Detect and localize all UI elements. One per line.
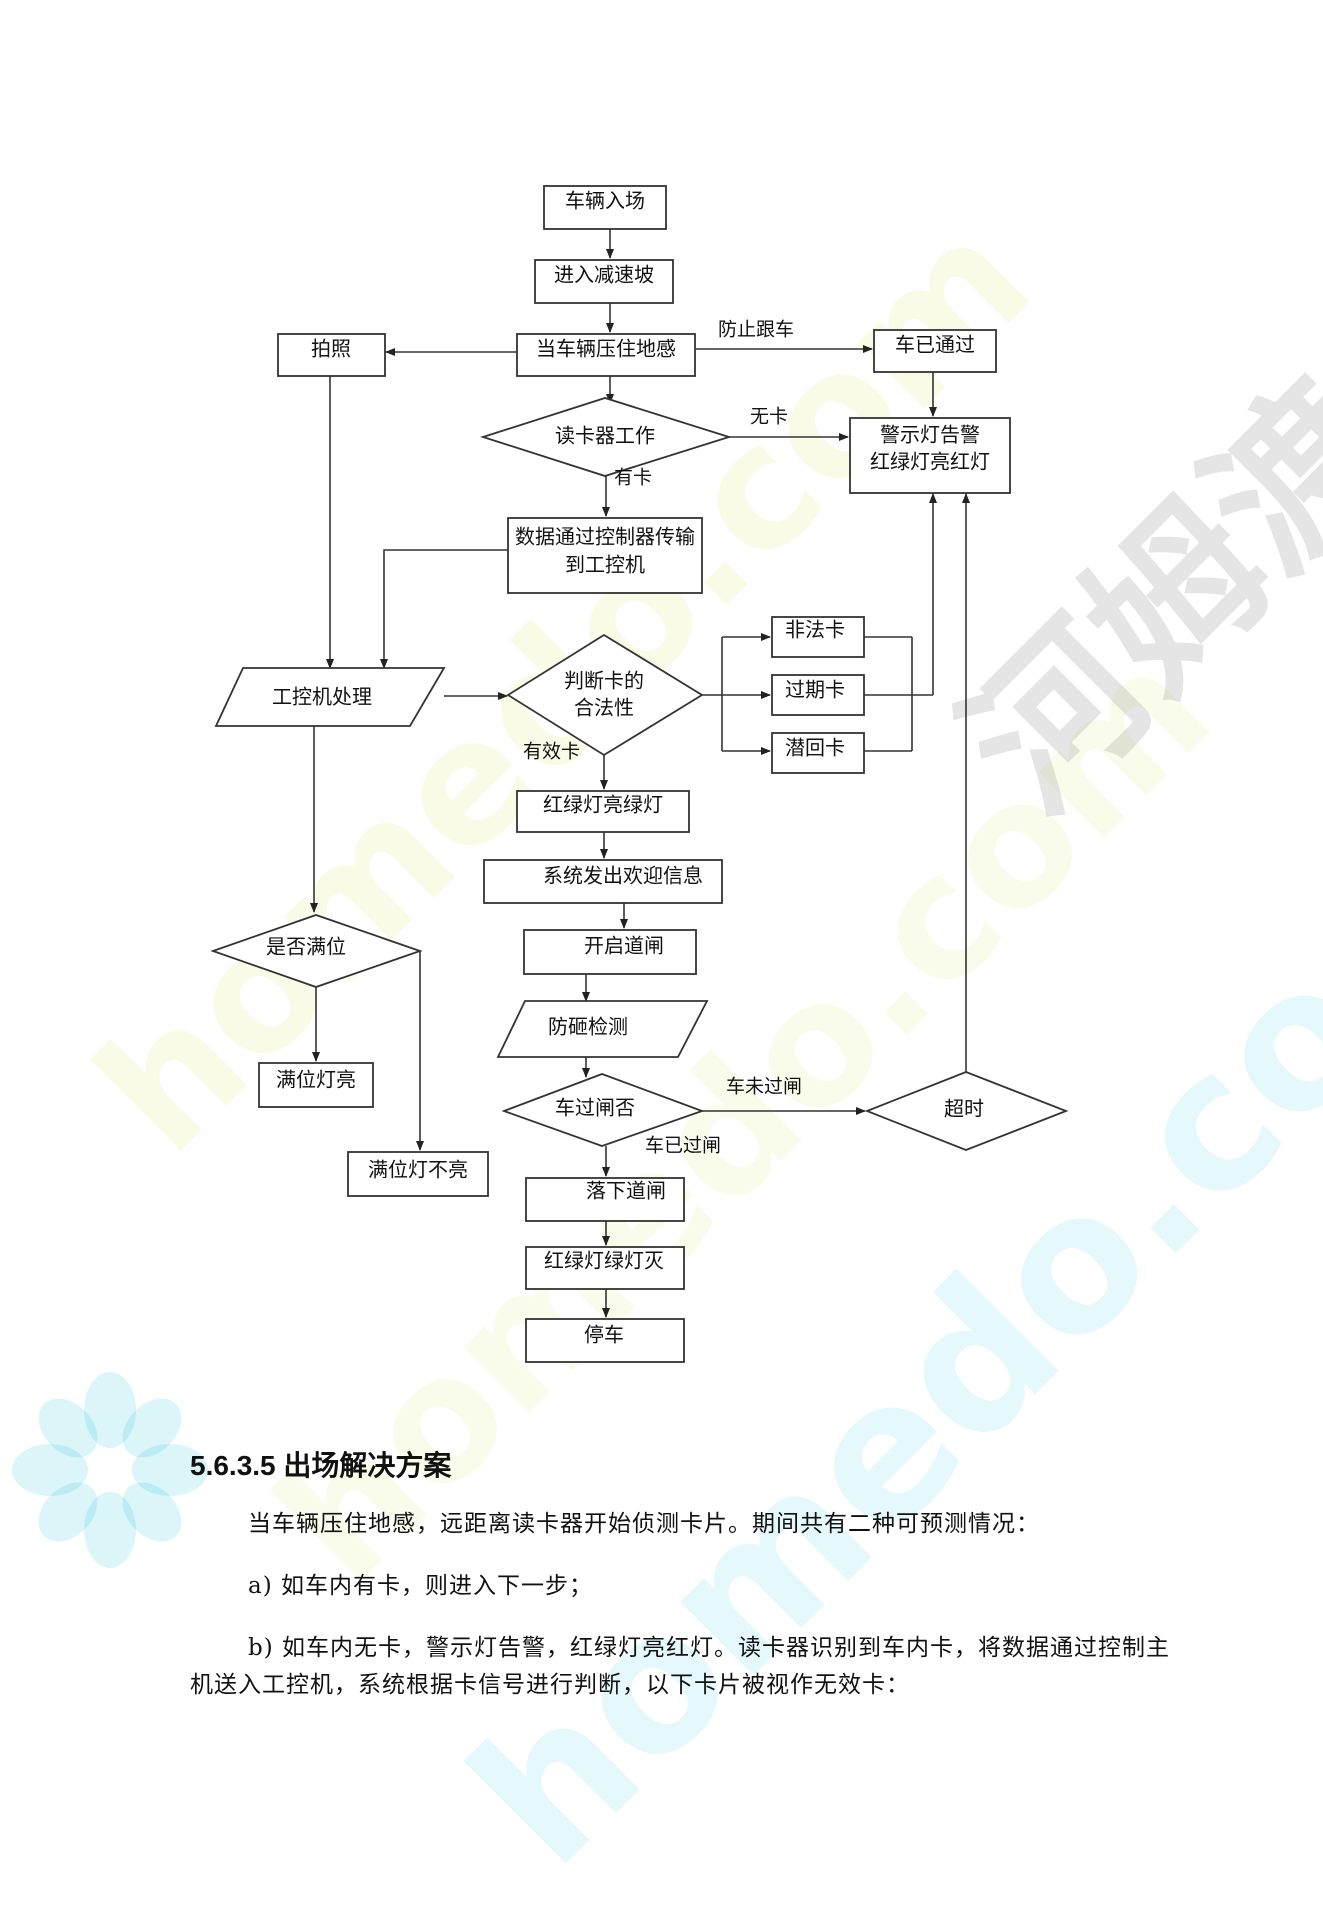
label-green-off: 红绿灯绿灯灭 xyxy=(544,1249,664,1273)
node-warn-box xyxy=(849,417,1011,494)
node-car-passed-box xyxy=(873,329,997,373)
parking-entry-flowchart: 车辆入场 进入减速坡 当车辆压住地感 拍照 车已通过 读卡器工作 警示灯告警 红… xyxy=(210,185,1069,1363)
paragraph-intro: 当车辆压住地感，远距离读卡器开始侦测卡片。期间共有二种可预测情况： xyxy=(248,1511,1040,1537)
edge-label-car-through: 车已过闸 xyxy=(645,1135,721,1157)
node-welcome-box xyxy=(483,859,723,904)
node-green-on-box xyxy=(516,790,690,833)
label-expired-card: 过期卡 xyxy=(785,678,845,702)
edge-label-anti-tailgate: 防止跟车 xyxy=(718,319,794,341)
label-photo: 拍照 xyxy=(311,337,351,361)
node-sneak-box xyxy=(771,732,865,774)
paragraph-case-a: a) 如车内有卡，则进入下一步； xyxy=(248,1573,593,1599)
node-car-enter-box xyxy=(543,185,667,230)
label-car-enter: 车辆入场 xyxy=(565,189,645,213)
label-transmit-line1: 数据通过控制器传输 xyxy=(515,525,695,549)
label-open-gate: 开启道闸 xyxy=(584,934,664,958)
node-stop-box xyxy=(525,1318,685,1363)
label-warn-line1: 警示灯告警 xyxy=(880,423,980,447)
node-photo-box xyxy=(277,333,386,377)
label-lower-gate: 落下道闸 xyxy=(586,1179,666,1203)
label-stop: 停车 xyxy=(584,1323,624,1347)
node-green-off-box xyxy=(525,1246,685,1290)
label-welcome: 系统发出欢迎信息 xyxy=(543,864,703,888)
watermark-flower-logo xyxy=(12,1372,208,1568)
label-judge-line1: 判断卡的 xyxy=(564,669,644,693)
label-reader-work: 读卡器工作 xyxy=(555,424,655,448)
label-full-off: 满位灯不亮 xyxy=(368,1158,468,1182)
node-car-through-diamond xyxy=(501,1073,705,1147)
label-ipc-process: 工控机处理 xyxy=(272,685,372,709)
node-full-off-box xyxy=(347,1151,489,1197)
node-judge-diamond xyxy=(506,633,704,757)
node-ipc-parallelogram xyxy=(214,667,446,727)
label-car-through: 车过闸否 xyxy=(555,1096,635,1120)
label-speed-bump: 进入减速坡 xyxy=(554,263,654,287)
label-timeout: 超时 xyxy=(944,1097,984,1121)
label-green-on: 红绿灯亮绿灯 xyxy=(543,793,663,817)
node-open-gate-box xyxy=(523,929,697,975)
node-reader-work-diamond xyxy=(480,397,732,477)
label-warn-line2: 红绿灯亮红灯 xyxy=(870,450,990,474)
label-illegal-card: 非法卡 xyxy=(785,618,845,642)
node-is-full-diamond xyxy=(210,914,423,988)
label-full-on: 满位灯亮 xyxy=(276,1068,356,1092)
label-sneak-card: 潜回卡 xyxy=(785,736,845,760)
node-speed-bump-box xyxy=(534,259,674,304)
paragraph-case-b: b) 如车内无卡，警示灯告警，红绿灯亮红灯。读卡器识别到车内卡，将数据通过控制主… xyxy=(190,1635,1171,1698)
label-car-passed: 车已通过 xyxy=(895,333,975,357)
node-expired-box xyxy=(771,674,865,716)
node-illegal-box xyxy=(771,616,865,658)
label-is-full: 是否满位 xyxy=(266,935,346,959)
node-anti-smash-parallelogram xyxy=(496,1000,709,1058)
label-transmit-line2: 到工控机 xyxy=(565,553,645,577)
node-full-on-box xyxy=(258,1062,374,1108)
label-judge-line2: 合法性 xyxy=(574,696,634,720)
edge-transmit-to-ipc xyxy=(380,549,508,669)
edge-label-car-not-through: 车未过闸 xyxy=(726,1076,802,1098)
edge-label-valid-card: 有效卡 xyxy=(523,741,580,763)
edge-label-has-card: 有卡 xyxy=(614,467,652,489)
node-lower-gate-box xyxy=(525,1177,685,1222)
label-anti-smash: 防砸检测 xyxy=(548,1015,628,1039)
label-loop-detect: 当车辆压住地感 xyxy=(536,337,676,361)
node-loop-detect-box xyxy=(516,333,696,377)
node-timeout-diamond xyxy=(864,1071,1069,1151)
section-heading: 5.6.3.5 出场解决方案 xyxy=(190,1450,452,1481)
edge-label-no-card: 无卡 xyxy=(750,406,788,428)
node-transmit-box xyxy=(507,517,703,594)
